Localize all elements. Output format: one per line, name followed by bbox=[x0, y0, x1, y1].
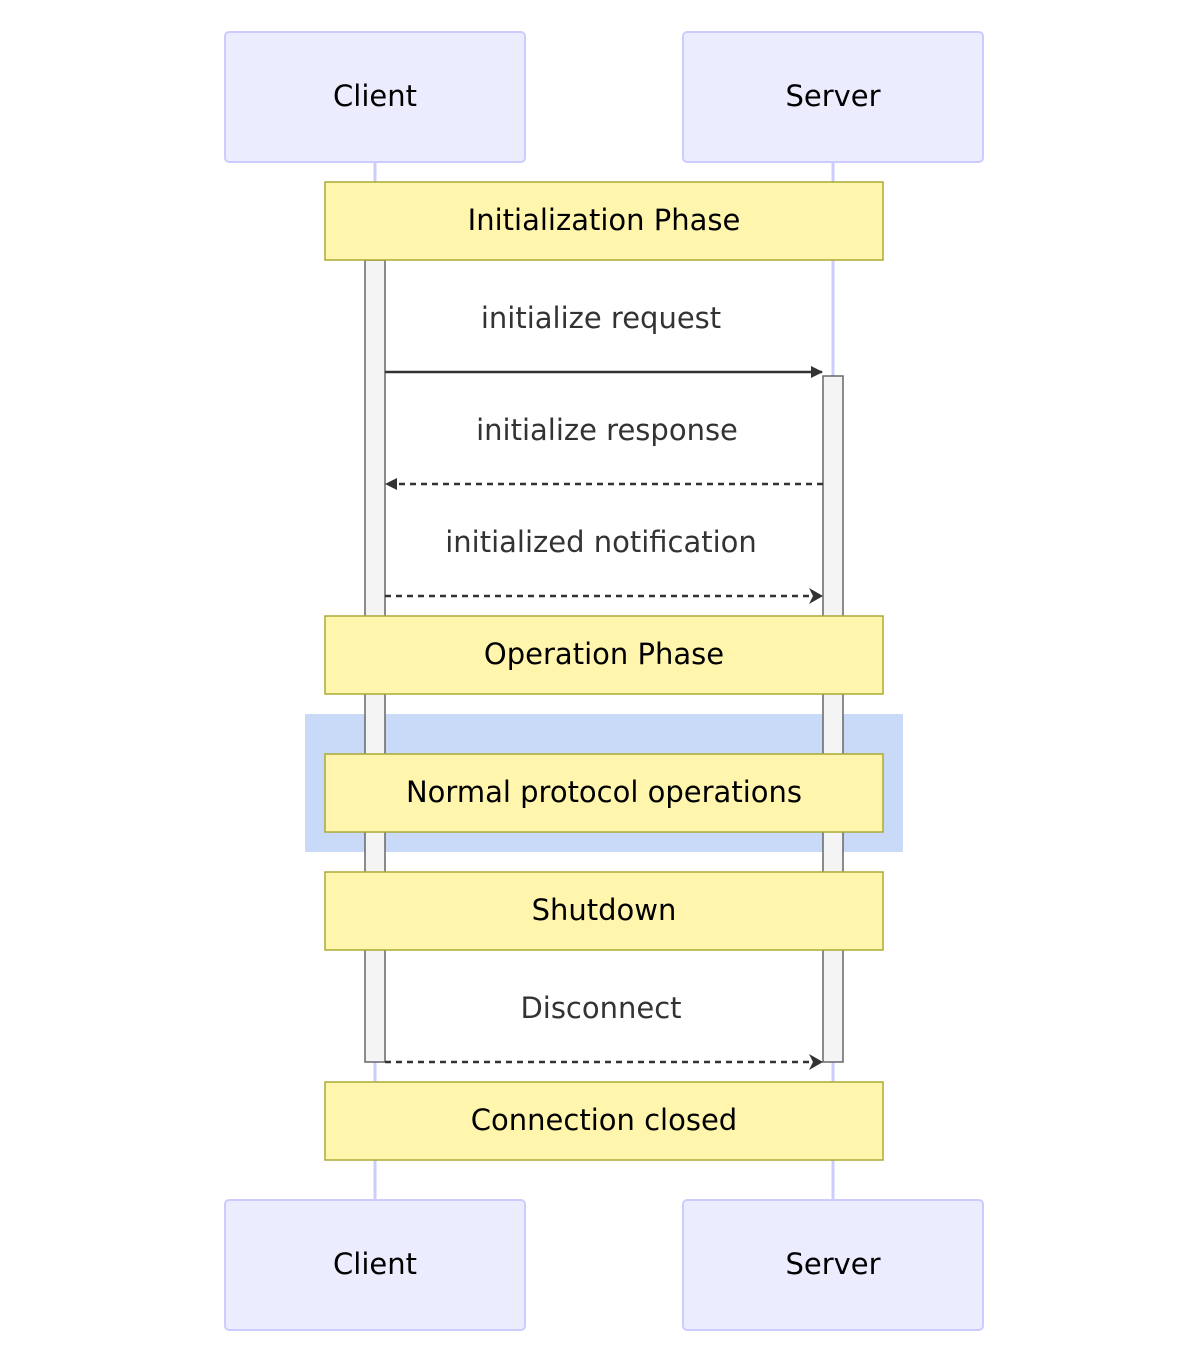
actor-client-top: Client bbox=[224, 31, 526, 163]
note-label: Normal protocol operations bbox=[406, 775, 802, 809]
message-initialize-response: initialize response bbox=[385, 413, 823, 490]
message-label: initialize response bbox=[476, 413, 738, 447]
note-operation-phase: Operation Phase bbox=[324, 615, 884, 695]
note-label: Initialization Phase bbox=[468, 203, 741, 237]
actor-label: Client bbox=[333, 79, 417, 113]
message-initialized-notification: initialized notification bbox=[385, 525, 823, 604]
actor-label: Server bbox=[785, 79, 880, 113]
actor-label: Client bbox=[333, 1247, 417, 1281]
actor-label: Server bbox=[785, 1247, 880, 1281]
message-label: initialized notification bbox=[445, 525, 757, 559]
actor-server-bottom: Server bbox=[682, 1199, 984, 1331]
note-shutdown: Shutdown bbox=[324, 871, 884, 951]
actor-client-bottom: Client bbox=[224, 1199, 526, 1331]
note-normal-operations: Normal protocol operations bbox=[324, 753, 884, 833]
actor-server-top: Server bbox=[682, 31, 984, 163]
note-label: Operation Phase bbox=[484, 637, 724, 671]
message-disconnect: Disconnect bbox=[385, 991, 823, 1070]
note-connection-closed: Connection closed bbox=[324, 1081, 884, 1161]
note-initialization-phase: Initialization Phase bbox=[324, 181, 884, 261]
message-label: Disconnect bbox=[520, 991, 681, 1025]
activation-server bbox=[822, 375, 844, 1063]
message-label: initialize request bbox=[481, 301, 721, 335]
note-label: Shutdown bbox=[532, 893, 677, 927]
note-label: Connection closed bbox=[471, 1103, 737, 1137]
message-initialize-request: initialize request bbox=[385, 301, 823, 378]
